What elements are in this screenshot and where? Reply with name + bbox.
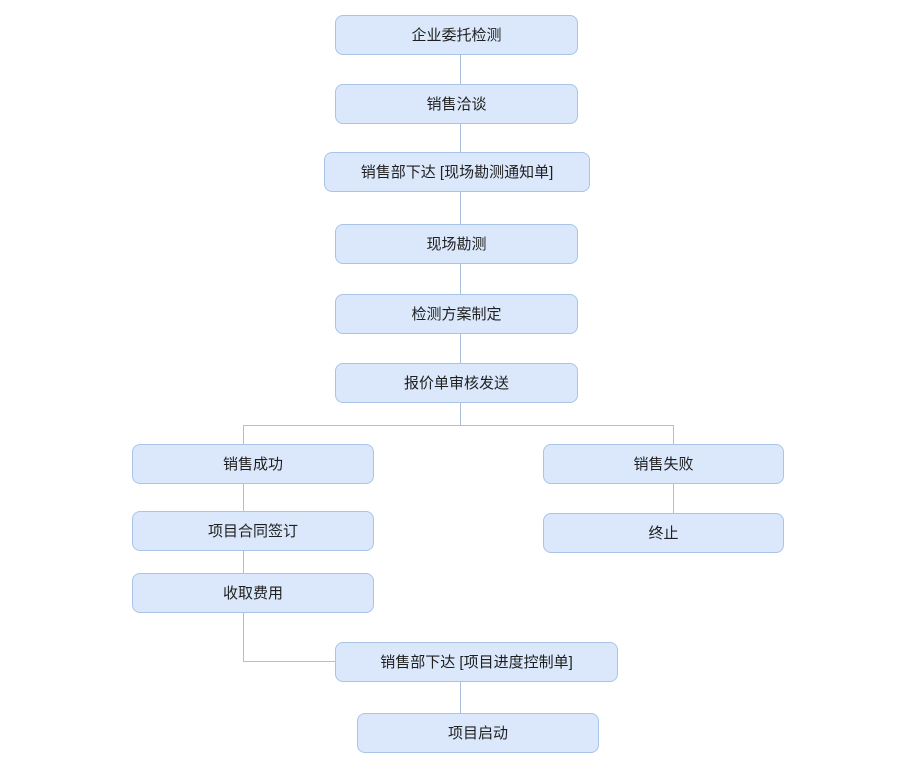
node-sales-dept-issue-site-survey-notice[interactable]: 销售部下达 [现场勘测通知单] (324, 152, 590, 192)
connector-line (243, 551, 244, 573)
node-enterprise-commission-testing[interactable]: 企业委托检测 (335, 15, 578, 55)
node-sales-dept-issue-progress-control-sheet[interactable]: 销售部下达 [项目进度控制单] (335, 642, 618, 682)
node-site-survey[interactable]: 现场勘测 (335, 224, 578, 264)
node-sales-negotiation[interactable]: 销售洽谈 (335, 84, 578, 124)
node-sales-success[interactable]: 销售成功 (132, 444, 374, 484)
connector-line (460, 192, 461, 224)
connector-line (243, 661, 335, 662)
connector-line (460, 264, 461, 294)
connector-line (673, 425, 674, 444)
connector-line (460, 334, 461, 363)
connector-line (243, 484, 244, 511)
connector-line (673, 484, 674, 513)
connector-line (460, 403, 461, 425)
connector-line (243, 425, 674, 426)
node-project-contract-signing[interactable]: 项目合同签订 (132, 511, 374, 551)
connector-line (460, 682, 461, 713)
node-fee-collection[interactable]: 收取费用 (132, 573, 374, 613)
node-project-launch[interactable]: 项目启动 (357, 713, 599, 753)
node-sales-failure[interactable]: 销售失败 (543, 444, 784, 484)
node-terminate[interactable]: 终止 (543, 513, 784, 553)
connector-line (460, 55, 461, 84)
node-testing-plan-formulation[interactable]: 检测方案制定 (335, 294, 578, 334)
connector-line (243, 613, 244, 661)
connector-line (460, 124, 461, 152)
node-quotation-review-send[interactable]: 报价单审核发送 (335, 363, 578, 403)
connector-line (243, 425, 244, 444)
